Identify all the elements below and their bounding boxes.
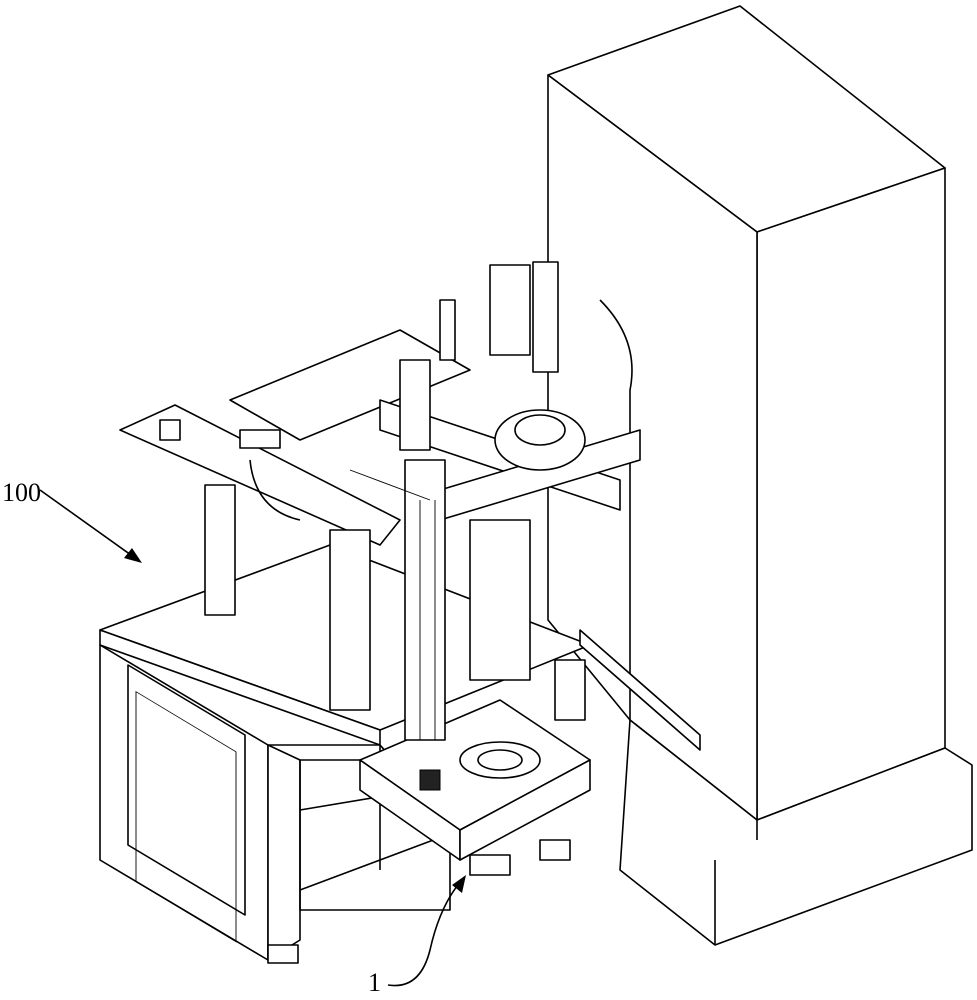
leader-arrow-100	[39, 489, 142, 563]
module-unit	[359, 699, 591, 876]
reference-label-100: 100	[2, 478, 41, 507]
reference-label-1: 1	[368, 968, 381, 997]
leader-arrow-1	[387, 875, 466, 987]
press-housing	[547, 5, 973, 946]
gantry-mechanism	[119, 261, 701, 751]
